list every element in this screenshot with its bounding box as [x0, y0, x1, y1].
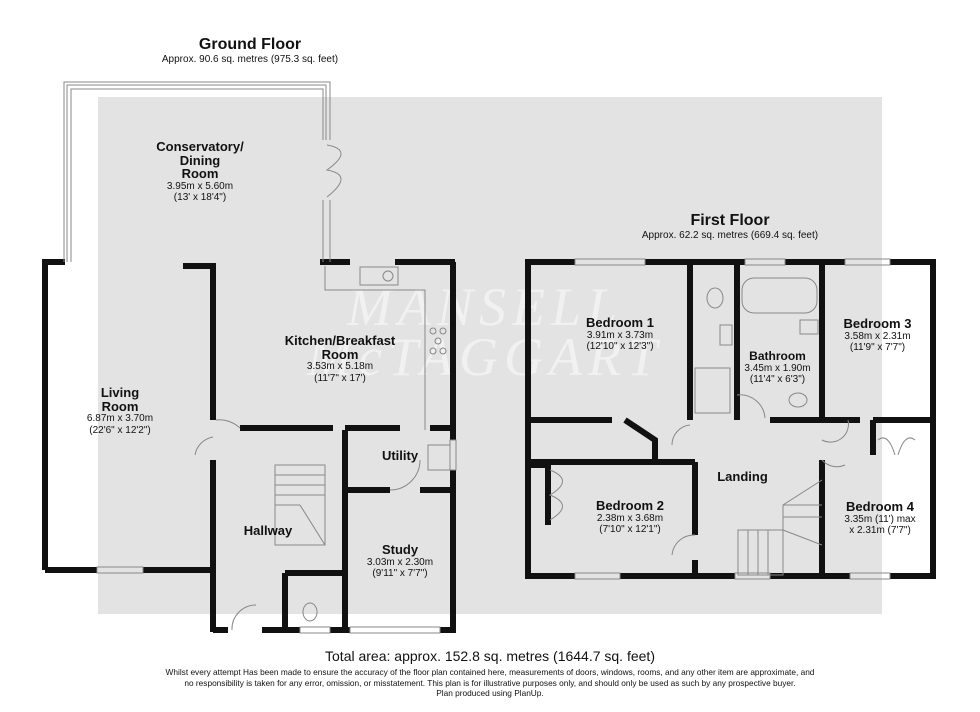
room-bedroom-2: Bedroom 2 2.38m x 3.68m (7'10" x 12'1") — [580, 499, 680, 536]
room-metric: 3.03m x 2.30m — [366, 556, 434, 568]
kitchen-fixtures — [96, 266, 457, 634]
room-imperial: (22'6" x 12'2") — [89, 424, 151, 436]
room-bedroom-1: Bedroom 1 3.91m x 3.73m (12'10" x 12'3") — [570, 316, 670, 353]
room-imperial: (7'10" x 12'1") — [599, 524, 661, 536]
room-bathroom: Bathroom 3.45m x 1.90m (11'4" x 6'3") — [735, 350, 820, 386]
first-floor-title: First Floor — [690, 212, 770, 229]
room-name: Room — [321, 346, 359, 362]
room-name: Bedroom 4 — [846, 499, 914, 514]
room-name: Landing — [717, 469, 768, 484]
room-landing: Landing — [710, 470, 775, 484]
room-name: Room — [101, 398, 139, 414]
room-study: Study 3.03m x 2.30m (9'11" x 7'7") — [350, 543, 450, 580]
total-area: Total area: approx. 152.8 sq. metres (16… — [325, 648, 655, 664]
room-hallway: Hallway — [238, 524, 298, 538]
room-bedroom-3: Bedroom 3 3.58m x 2.31m (11'9" x 7'7") — [830, 317, 925, 354]
room-name: Living — [100, 385, 140, 400]
room-metric: 3.45m x 1.90m — [744, 362, 811, 374]
room-kitchen-breakfast: Kitchen/Breakfast Room 3.53m x 5.18m (11… — [270, 334, 410, 384]
room-name: Utility — [381, 448, 419, 463]
room-utility: Utility — [370, 449, 430, 463]
plan-credit: Plan produced using PlanUp. — [436, 688, 544, 698]
room-name: Bedroom 3 — [843, 316, 912, 331]
room-metric: 3.58m x 2.31m — [844, 330, 911, 342]
room-name: Kitchen/Breakfast — [284, 333, 396, 348]
first-floor-fixtures — [548, 258, 916, 580]
room-metric: 3.91m x 3.73m — [586, 329, 654, 341]
room-imperial: (11'9" x 7'7") — [849, 342, 906, 354]
ground-floor-walls — [42, 259, 456, 633]
room-name: Dining — [179, 152, 221, 168]
ground-floor-area: Approx. 90.6 sq. metres (975.3 sq. feet) — [161, 54, 339, 65]
floor-plan-background — [98, 97, 882, 614]
first-floor-area: Approx. 62.2 sq. metres (669.4 sq. feet) — [641, 230, 819, 241]
first-floor-walls — [525, 259, 936, 579]
room-conservatory-dining: Conservatory/ Dining Room 3.95m x 5.60m … — [140, 140, 260, 204]
room-name: Study — [381, 542, 419, 557]
room-bedroom-4: Bedroom 4 3.35m (11') max x 2.31m (7'7") — [830, 500, 930, 537]
room-metric: 3.35m (11') max — [844, 513, 916, 525]
room-metric: 2.38m x 3.68m — [596, 512, 664, 524]
disclaimer: Whilst every attempt Has been made to en… — [165, 667, 815, 699]
conservatory-frame — [63, 81, 342, 262]
ground-floor-title: Ground Floor — [198, 36, 302, 53]
room-imperial: x 2.31m (7'7") — [849, 525, 911, 537]
room-imperial: (11'7" x 17') — [314, 372, 366, 384]
room-name: Bedroom 1 — [586, 315, 654, 330]
room-name: Conservatory/ — [156, 139, 244, 154]
room-imperial: (9'11" x 7'7") — [372, 568, 428, 580]
room-imperial: (13' x 18'4") — [173, 192, 227, 204]
room-living: Living Room 6.87m x 3.70m (22'6" x 12'2"… — [70, 386, 170, 436]
room-imperial: (11'4" x 6'3") — [749, 374, 806, 386]
room-name: Hallway — [243, 523, 293, 538]
room-metric: 3.95m x 5.60m — [166, 180, 234, 192]
room-name: Room — [181, 166, 219, 182]
room-name: Bathroom — [749, 349, 806, 363]
room-metric: 6.87m x 3.70m — [86, 413, 154, 425]
disclaimer-text: Whilst every attempt Has been made to en… — [165, 667, 815, 688]
room-imperial: (12'10" x 12'3") — [586, 341, 654, 353]
room-name: Bedroom 2 — [596, 498, 664, 513]
room-metric: 3.53m x 5.18m — [306, 361, 374, 373]
